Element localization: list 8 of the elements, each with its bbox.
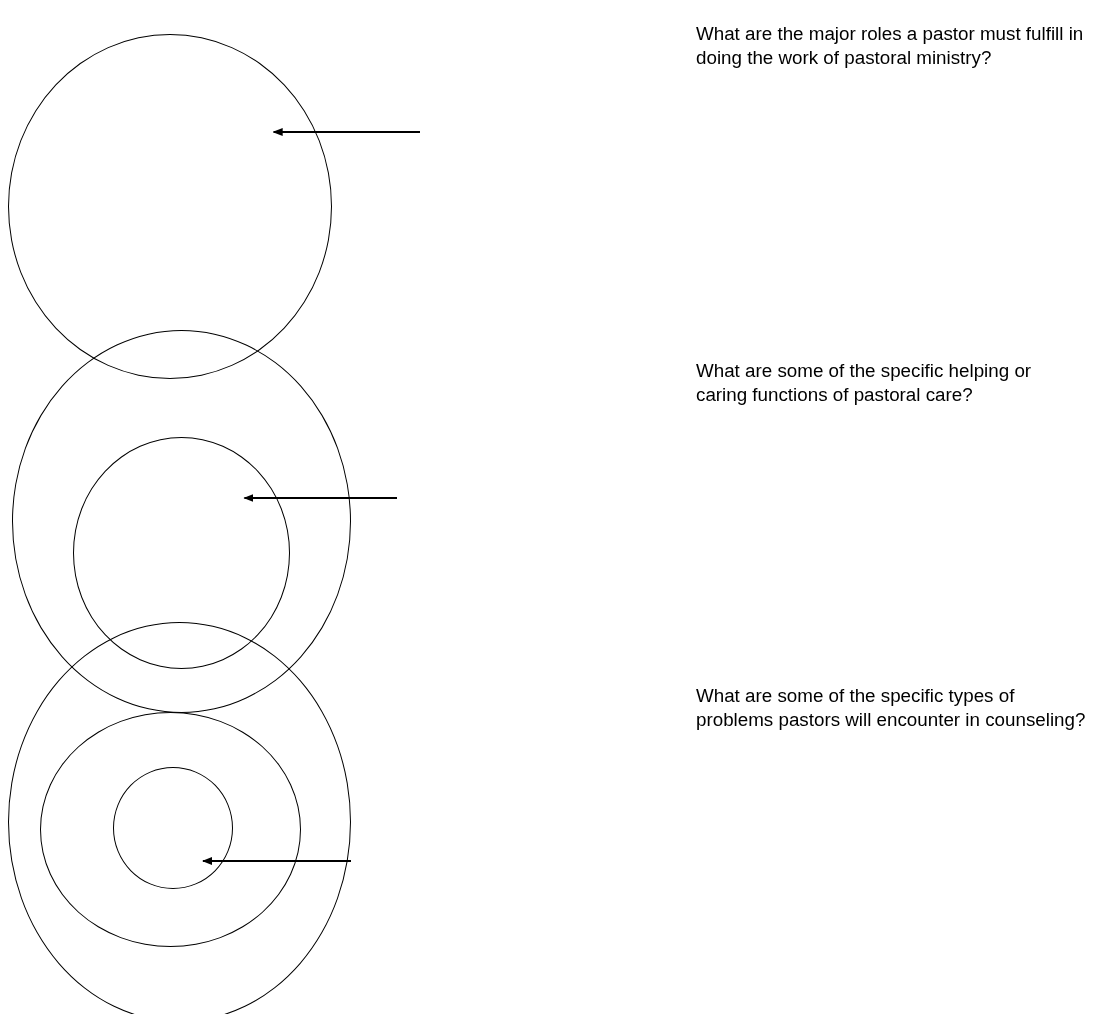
circle-shape (40, 712, 301, 947)
arrow (272, 128, 420, 136)
question-text: What are some of the specific helping or caring functions of pastoral care? (696, 359, 1033, 407)
question-text: What are the major roles a pastor must fulfill in doing the work of pastoral ministry? (696, 22, 1085, 70)
question-text: What are some of the specific types of problems pastors will encounter in counseling? (696, 684, 1087, 732)
circle-shape (12, 330, 351, 713)
arrow (202, 857, 351, 865)
arrow (243, 494, 397, 502)
